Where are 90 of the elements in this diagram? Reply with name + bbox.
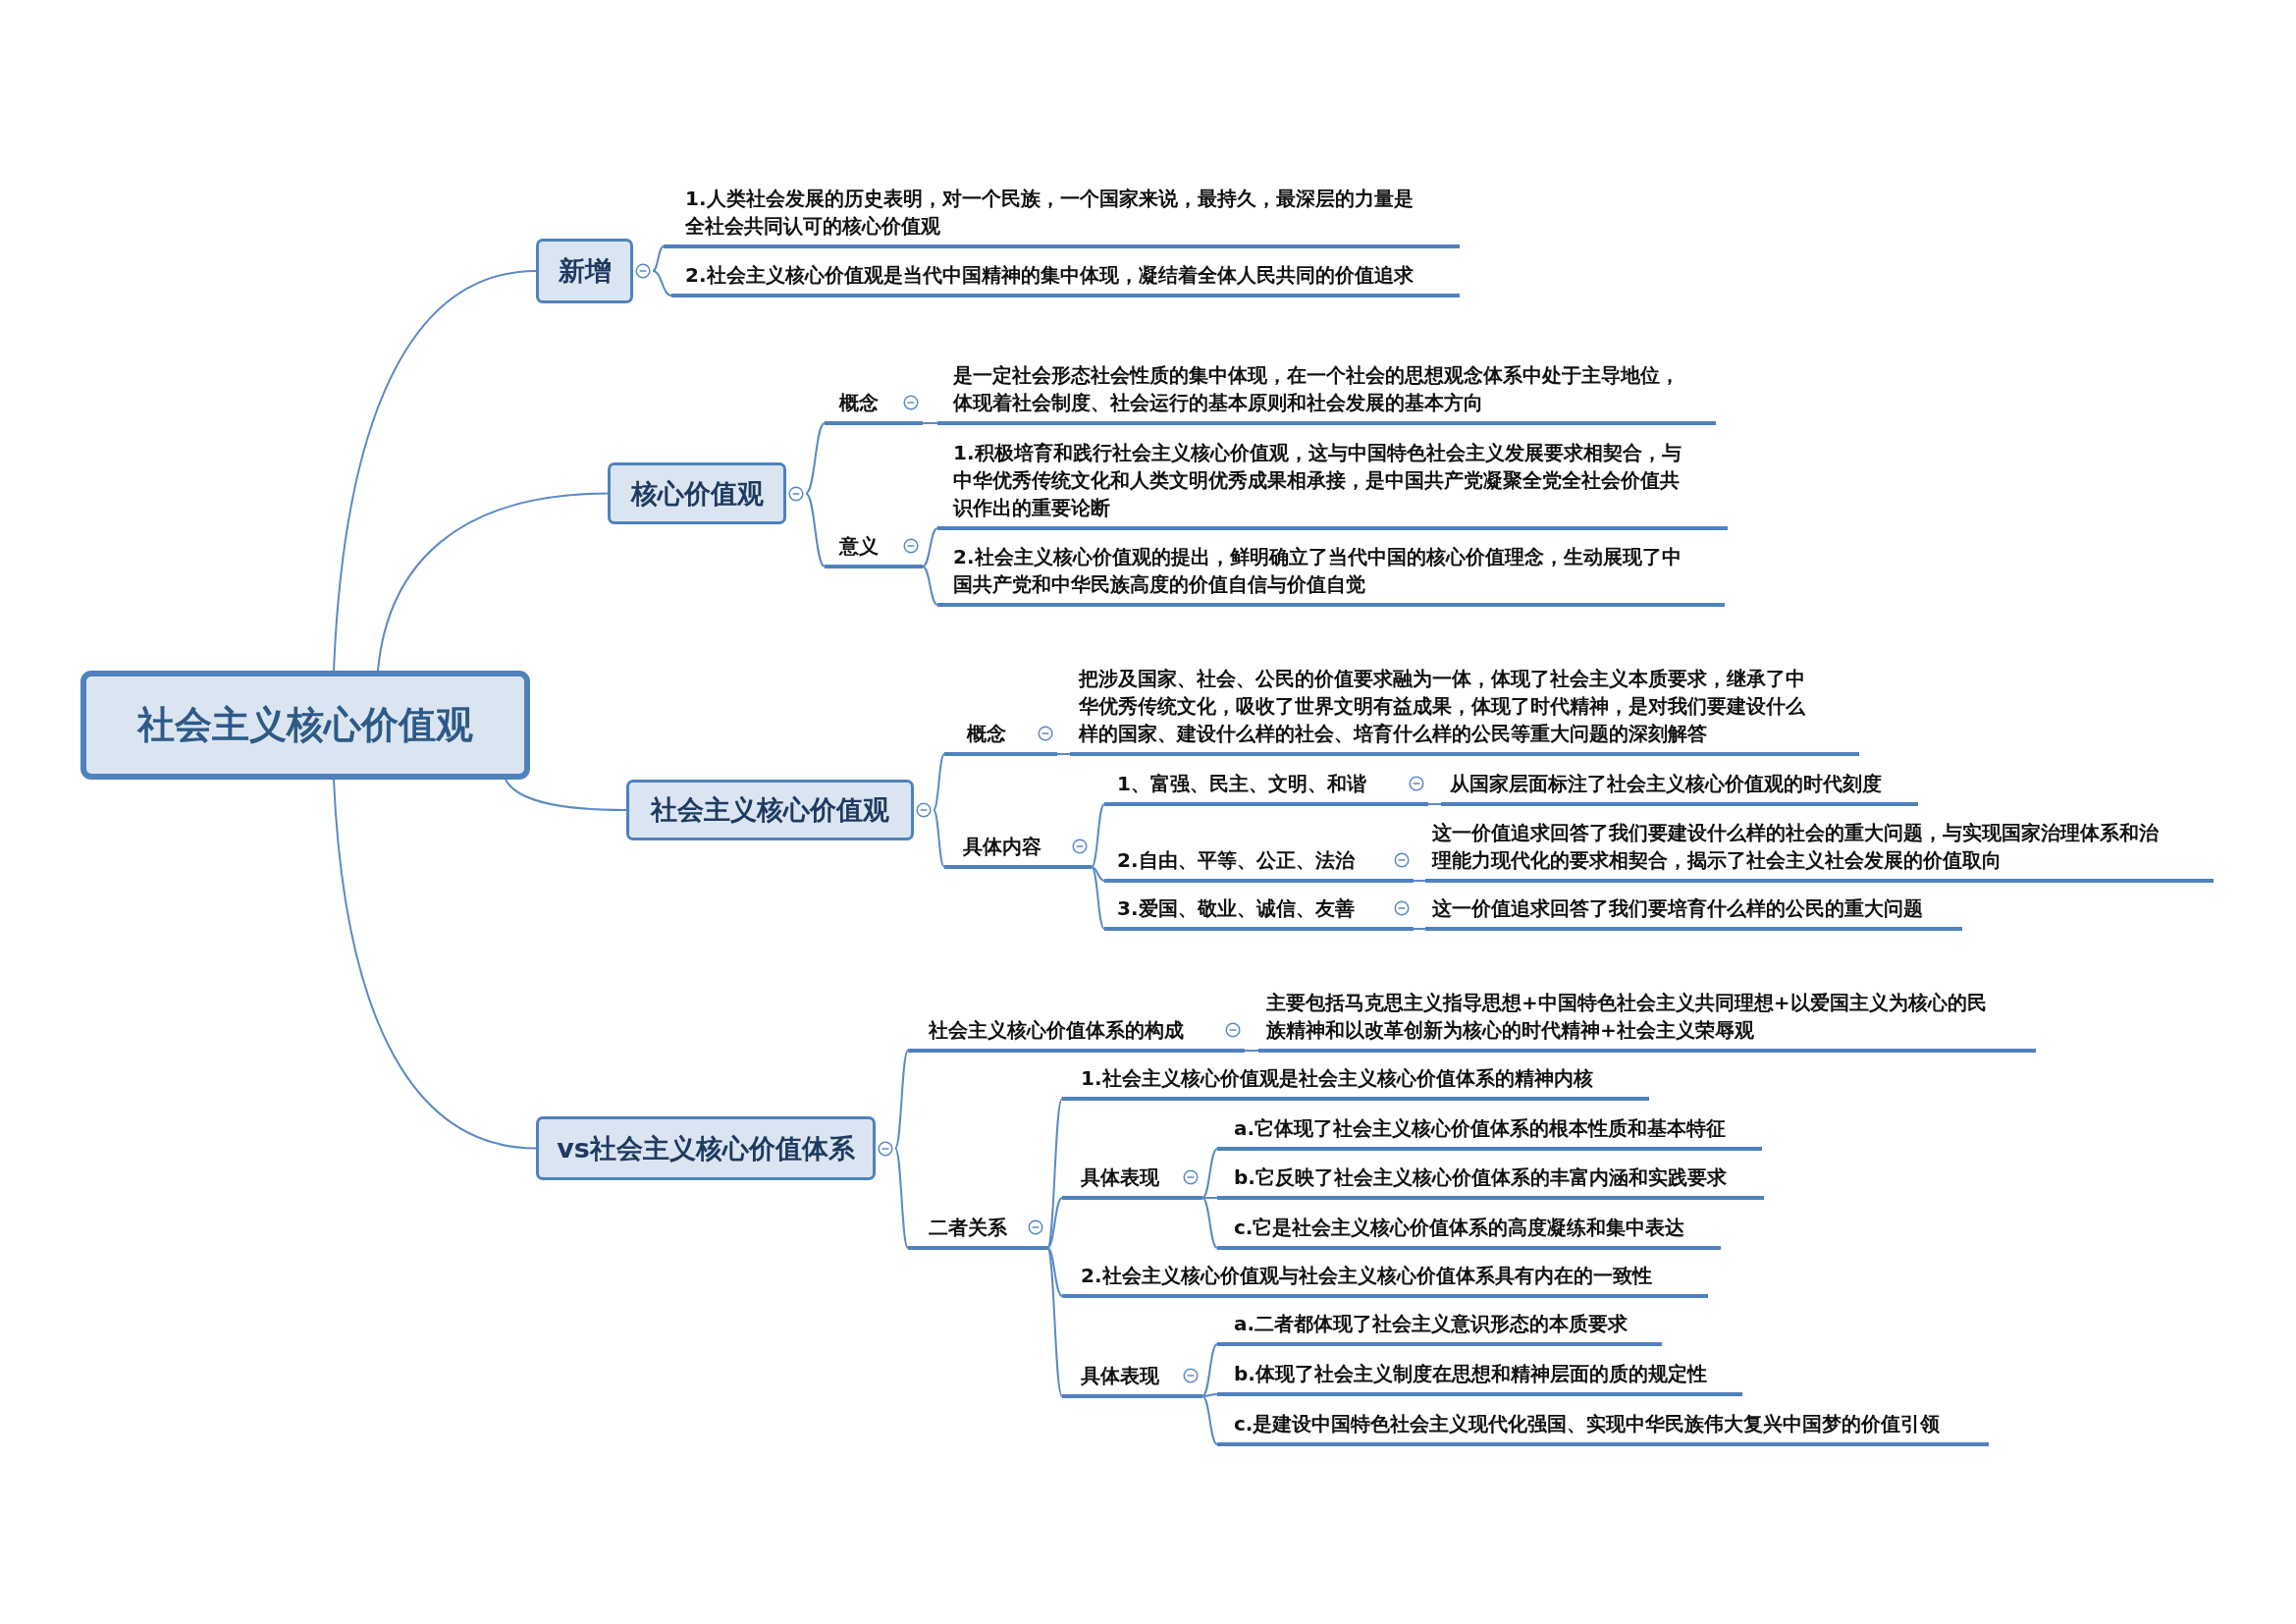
connector-line xyxy=(933,809,945,868)
subtopic-text: 这一价值追求回答了我们要培育什么样的公民的重大问题 xyxy=(1432,895,1923,922)
topic-box: 新增 xyxy=(536,239,633,303)
subtopic-text: 从国家层面标注了社会主义核心价值观的时代刻度 xyxy=(1450,771,1882,797)
subtopic-text: 具体表现 xyxy=(1081,1164,1159,1191)
subtopic-text: c.是建设中国特色社会主义现代化强国、实现中华民族伟大复兴中国梦的价值引领 xyxy=(1234,1411,1941,1437)
subtopic xyxy=(1425,894,1962,931)
subtopic-text: 具体内容 xyxy=(963,834,1041,860)
connector-line xyxy=(1046,1098,1063,1249)
subtopic-text: 2.社会主义核心价值观的提出，鲜明确立了当代中国的核心价值理念，生动展现了中国共产党和中华民族高度的价值自信与价值自觉 xyxy=(953,544,1682,598)
subtopic-text: 这一价值追求回答了我们要建设什么样的社会的重大问题，与实现国家治理体系和治理能力现代化的要求相契合，揭示了社会主义社会发展的价值取向 xyxy=(1432,820,2160,874)
subtopic-text: 3.爱国、敬业、诚信、友善 xyxy=(1117,895,1355,922)
connector-line xyxy=(1201,1197,1218,1249)
connector-line xyxy=(1091,866,1105,882)
subtopic-text: 概念 xyxy=(839,390,879,416)
subtopic xyxy=(908,1016,1245,1053)
topic-box: 社会主义核心价值观 xyxy=(626,780,914,840)
subtopic xyxy=(1217,1360,1742,1396)
subtopic xyxy=(1062,1262,1708,1298)
subtopic-text: a.二者都体现了社会主义意识形态的本质要求 xyxy=(1234,1311,1629,1337)
connector-line xyxy=(922,566,938,606)
subtopic xyxy=(1441,770,1918,806)
subtopic xyxy=(944,833,1092,869)
connector-line xyxy=(1056,753,1071,755)
subtopic-text: 1.社会主义核心价值观是社会主义核心价值体系的精神内核 xyxy=(1081,1065,1593,1092)
central-topic-box: 社会主义核心价值观 xyxy=(80,671,530,780)
connector-line xyxy=(333,779,537,1150)
subtopic xyxy=(1104,770,1428,806)
connector-line xyxy=(1201,1197,1218,1199)
connector-line xyxy=(333,270,537,672)
subtopic xyxy=(937,361,1716,425)
connector-line xyxy=(805,422,826,495)
subtopic-text: 意义 xyxy=(839,533,879,560)
subtopic-text: 2.社会主义核心价值观是当代中国精神的集中体现，凝结着全体人民共同的价值追求 xyxy=(685,262,1414,289)
connector-line xyxy=(1091,803,1105,868)
connector-line xyxy=(1091,866,1105,930)
connector-line xyxy=(1201,1393,1218,1397)
subtopic-text: 主要包括马克思主义指导思想+中国特色社会主义共同理想+以爱国主义为核心的民族精神和以改革创新为核心的时代精神+社会主义荣辱观 xyxy=(1266,990,1988,1044)
connector-line xyxy=(377,492,609,672)
connector-line xyxy=(894,1050,909,1150)
subtopic xyxy=(1217,1310,1662,1346)
connector-line xyxy=(922,527,938,568)
subtopic-text: 具体表现 xyxy=(1081,1363,1159,1389)
connector-line xyxy=(894,1147,909,1249)
subtopic-text: 1、富强、民主、文明、和谐 xyxy=(1117,771,1366,797)
subtopic-text: b.体现了社会主义制度在思想和精神层面的质的规定性 xyxy=(1234,1361,1707,1387)
topic-box: 核心价值观 xyxy=(608,462,786,524)
connector-line xyxy=(505,779,627,811)
connector-line xyxy=(933,753,945,811)
subtopic xyxy=(1217,1164,1764,1200)
subtopic-text: b.它反映了社会主义核心价值体系的丰富内涵和实践要求 xyxy=(1234,1164,1727,1191)
subtopic xyxy=(937,439,1728,530)
subtopic xyxy=(671,261,1460,298)
subtopic xyxy=(1104,894,1414,931)
subtopic-text: 把涉及国家、社会、公民的价值要求融为一体，体现了社会主义本质要求，继承了中华优秀传统文化，吸收了世界文明有益成果，体现了时代精神，是对我们要建设什么样的国家、建设什么样的社会、培育什么样的公民等重大问题的深刻解答 xyxy=(1079,666,1806,747)
connector-line xyxy=(1201,1343,1218,1397)
subtopic xyxy=(1217,1214,1721,1250)
subtopic xyxy=(1217,1410,1989,1446)
subtopic-text: c.它是社会主义核心价值体系的高度凝练和集中表达 xyxy=(1234,1215,1685,1241)
connector-line xyxy=(1046,1247,1063,1397)
subtopic xyxy=(825,532,923,568)
subtopic xyxy=(1425,819,2214,883)
subtopic-text: 是一定社会形态社会性质的集中体现，在一个社会的思想观念体系中处于主导地位，体现着社会制度、社会运行的基本原则和社会发展的基本方向 xyxy=(953,362,1681,416)
subtopic xyxy=(1217,1114,1762,1151)
connector-line xyxy=(1413,880,1426,882)
connector-line xyxy=(922,422,938,424)
subtopic-text: 1.积极培育和践行社会主义核心价值观，这与中国特色社会主义发展要求相契合，与中华优秀传统文化和人类文明优秀成果相承接，是中国共产党凝聚全党全社会价值共识作出的重要论断 xyxy=(953,440,1682,521)
subtopic xyxy=(937,543,1725,607)
connector-line xyxy=(1046,1247,1063,1297)
topic-box: vs社会主义核心价值体系 xyxy=(536,1116,876,1180)
subtopic xyxy=(1062,1064,1649,1101)
connector-line xyxy=(1413,928,1426,930)
subtopic xyxy=(1070,665,1859,756)
subtopic xyxy=(664,185,1460,248)
connector-line xyxy=(805,492,826,568)
connector-line xyxy=(652,270,672,297)
subtopic-text: 概念 xyxy=(967,721,1006,747)
connector-line xyxy=(1201,1148,1218,1199)
connector-line xyxy=(1201,1395,1218,1445)
subtopic-text: 2.社会主义核心价值观与社会主义核心价值体系具有内在的一致性 xyxy=(1081,1263,1652,1289)
connector-line xyxy=(652,245,665,272)
subtopic-text: a.它体现了社会主义核心价值体系的根本性质和基本特征 xyxy=(1234,1115,1727,1142)
connector-line xyxy=(1427,803,1442,805)
subtopic-text: 1.人类社会发展的历史表明，对一个民族，一个国家来说，最持久，最深层的力量是全社会共同认可的核心价值观 xyxy=(685,186,1415,240)
subtopic xyxy=(1258,989,2036,1053)
subtopic-text: 社会主义核心价值体系的构成 xyxy=(929,1017,1184,1044)
subtopic-text: 2.自由、平等、公正、法治 xyxy=(1117,847,1355,874)
connector-line xyxy=(1046,1197,1063,1249)
connector-line xyxy=(1244,1050,1259,1052)
subtopic-text: 二者关系 xyxy=(929,1215,1007,1241)
